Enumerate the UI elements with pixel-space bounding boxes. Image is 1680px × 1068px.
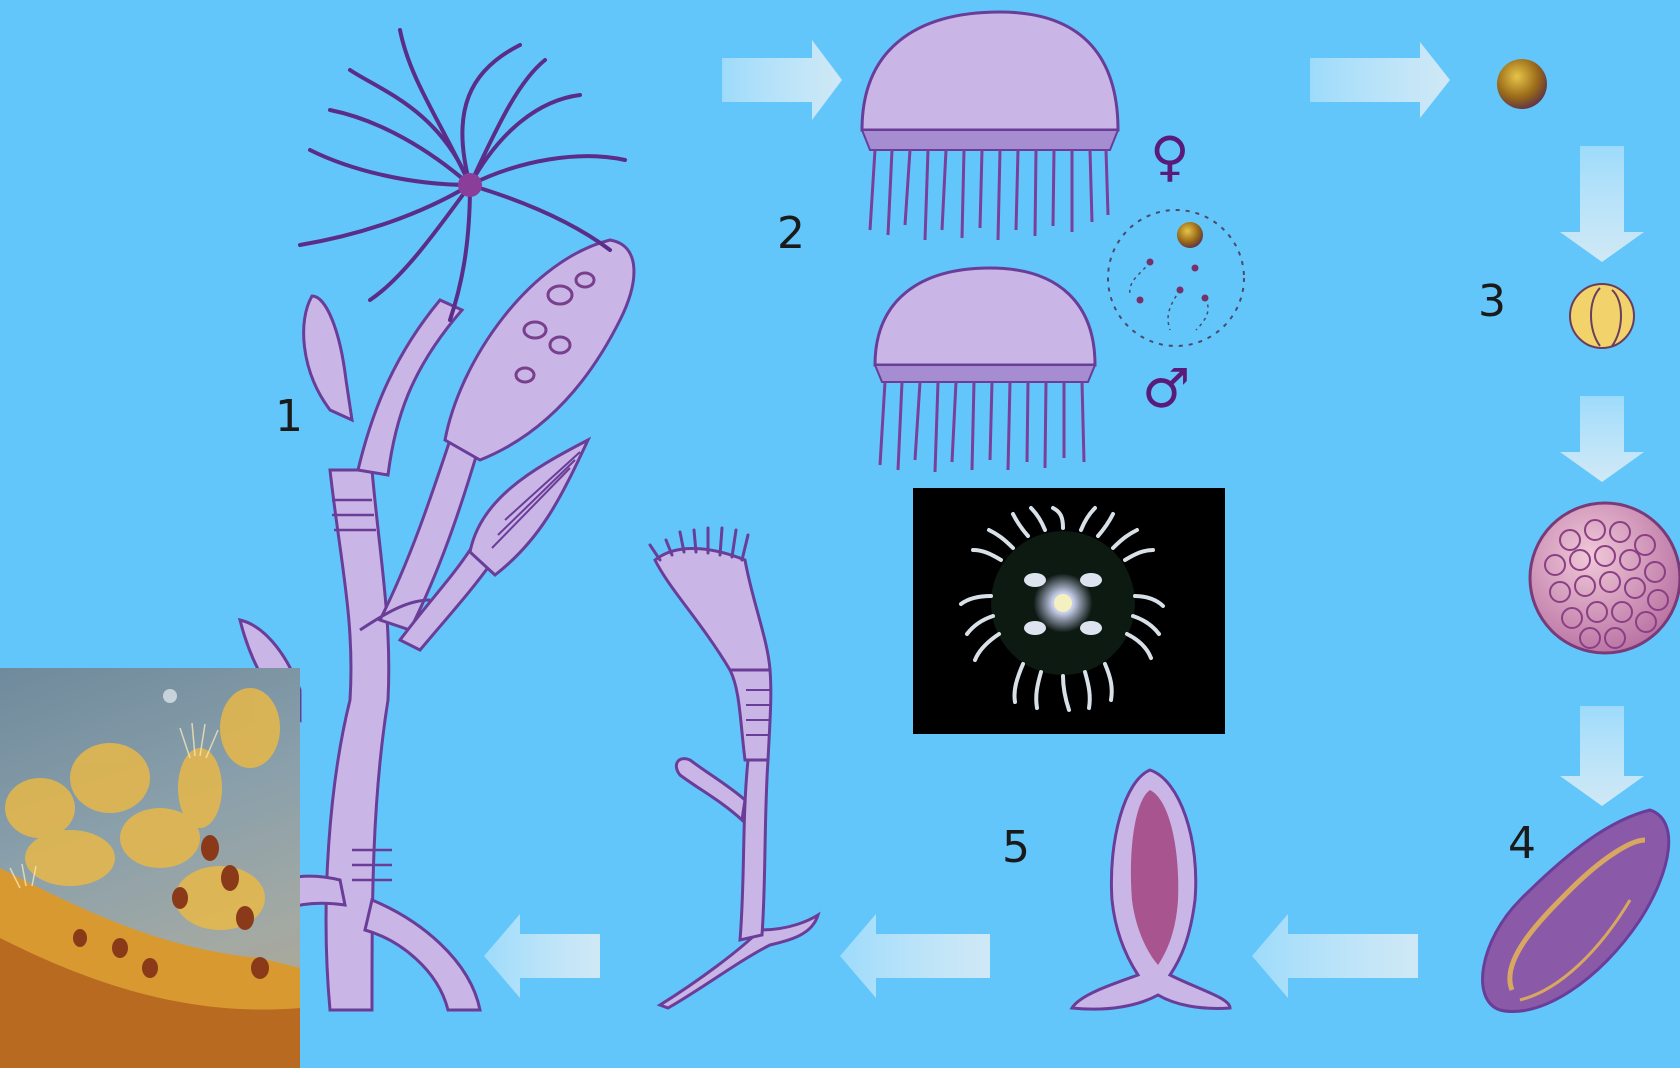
medusa-photo xyxy=(913,488,1225,734)
stage-label-3: 3 xyxy=(1478,280,1506,324)
hydranth-mouth xyxy=(458,173,482,197)
cleavage-stage xyxy=(1570,284,1634,348)
blastula xyxy=(1530,503,1680,653)
stage-label-5: 5 xyxy=(1002,826,1030,870)
zygote xyxy=(1497,59,1547,109)
stage-label-1: 1 xyxy=(275,395,303,439)
stage-label-4: 4 xyxy=(1508,822,1536,866)
stage-label-2: 2 xyxy=(777,212,805,256)
male-symbol: ♂ xyxy=(1142,362,1190,416)
egg-cell xyxy=(1177,222,1203,248)
colony-photo xyxy=(0,668,300,1068)
female-symbol: ♀ xyxy=(1150,130,1190,184)
